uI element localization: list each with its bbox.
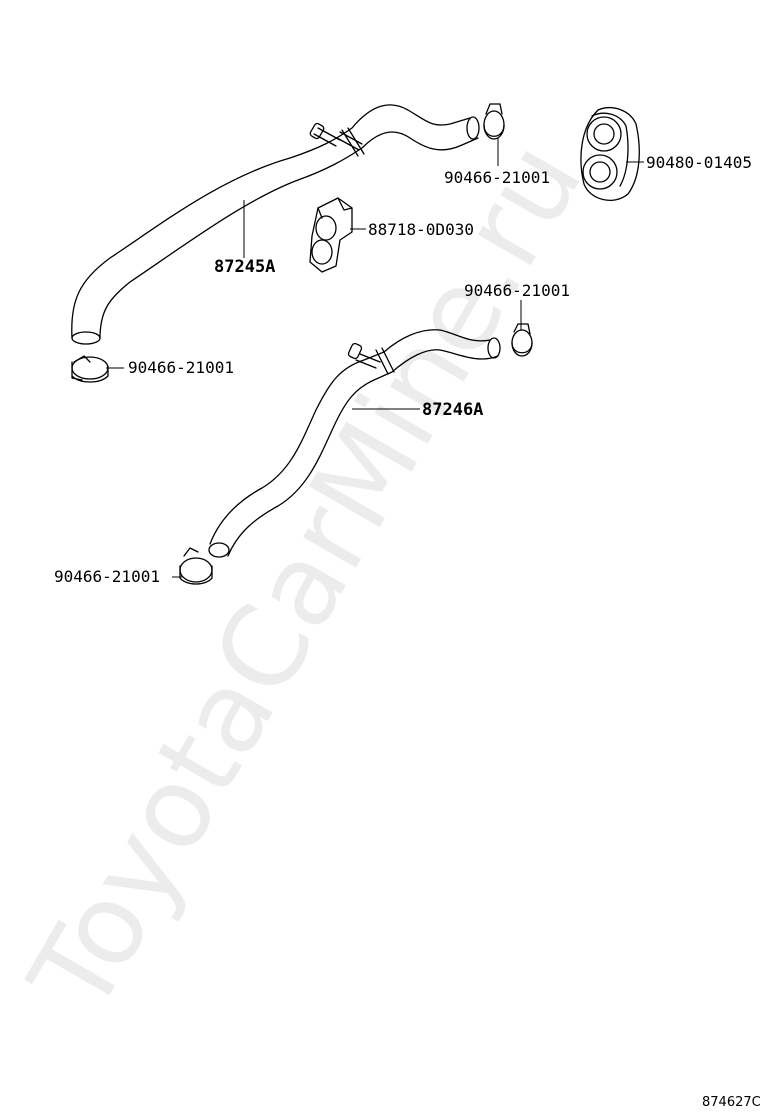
clamp-upper-left-drawing[interactable] <box>71 355 109 383</box>
hose-87245a-drawing[interactable] <box>71 104 480 345</box>
label-hose-87245a[interactable]: 87245A <box>214 257 275 277</box>
hose-87246a-drawing[interactable] <box>208 329 501 558</box>
bracket-clamp-drawing[interactable] <box>309 197 353 273</box>
label-grommet[interactable]: 90480-01405 <box>646 153 752 172</box>
label-clamp-upper-left[interactable]: 90466-21001 <box>128 358 234 377</box>
clamp-lower-left-drawing[interactable] <box>179 547 213 585</box>
label-clamp-upper-right[interactable]: 90466-21001 <box>444 168 550 187</box>
label-clamp-lower-left[interactable]: 90466-21001 <box>54 567 160 586</box>
diagram-code: 874627C <box>702 1095 760 1110</box>
label-bracket-clamp[interactable]: 88718-0D030 <box>368 220 474 239</box>
label-clamp-lower-right[interactable]: 90466-21001 <box>464 281 570 300</box>
label-hose-87246a[interactable]: 87246A <box>422 400 483 420</box>
grommet-drawing[interactable] <box>580 107 640 201</box>
clamp-lower-right-drawing[interactable] <box>511 323 533 357</box>
clamp-upper-right-drawing[interactable] <box>483 103 505 140</box>
